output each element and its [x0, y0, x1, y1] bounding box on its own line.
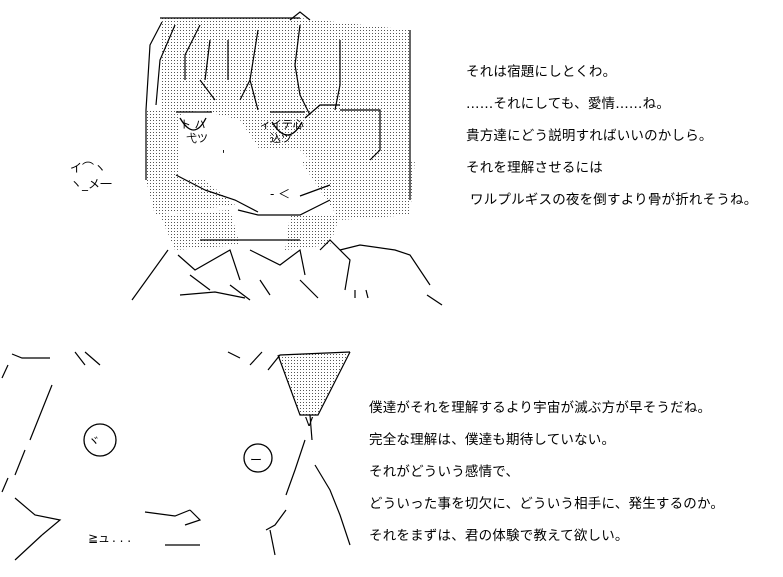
girl-eye-right-text: ィイテ心 [260, 118, 304, 131]
dialogue-line: それを理解させるには [466, 160, 603, 176]
kyubey-outline [1, 351, 351, 561]
dialogue-line: ……それにしても、愛情……ね。 [466, 96, 671, 112]
dialogue-line: 完全な理解は、僕達も期待していない。 [369, 432, 616, 448]
hair-lines [145, 11, 411, 200]
kyubey-ear-tone [278, 352, 350, 415]
girl-ribbon-text: イ⌒ヽ [70, 161, 106, 175]
girl-dialogue: それは宿題にしとくわ。 ……それにしても、愛情……ね。 貴方達にどう説明すればい… [466, 62, 757, 222]
kyubey-eye-left-glyph: ヾ [88, 434, 100, 448]
girl-ascii-art: ト ハ 弋ツ ィイテ心 込ツ イ⌒ヽ ヽ_メ一 ' - ＜ [70, 11, 443, 306]
kyubey-eyes [83, 423, 273, 473]
dialogue-line: それがどういう感情で、 [369, 464, 520, 480]
kyubey-dialogue: 僕達がそれを理解するより宇宙が滅ぶ方が早そうだね。 完全な理解は、僕達も期待して… [369, 398, 724, 558]
top-panel: ト ハ 弋ツ ィイテ心 込ツ イ⌒ヽ ヽ_メ一 ' - ＜ [70, 11, 757, 306]
girl-eyes [176, 111, 305, 136]
dialogue-line: それをまずは、君の体験で教えて欲しい。 [369, 528, 629, 544]
girl-ribbon-text-2: ヽ_メ一 [70, 177, 112, 191]
kyubey-eye-right-glyph: ー [250, 453, 262, 467]
dialogue-line: どういった事を切欠に、どういう相手に、発生するのか。 [369, 496, 725, 512]
kyubey-dots: . . . [112, 531, 131, 545]
girl-eye-left-text: ト ハ [180, 118, 206, 131]
kyubey-ascii-art: ヾ ー V ≧ュ . . . [1, 351, 351, 561]
kyubey-ear-mark: V [305, 415, 314, 429]
dialogue-line: 貴方達にどう説明すればいいのかしら。 [466, 128, 713, 144]
kyubey-cheek-glyph: ≧ュ [88, 531, 110, 545]
hair-tone [146, 18, 415, 250]
girl-face-lines [175, 174, 331, 241]
dialogue-line: 僕達がそれを理解するより宇宙が滅ぶ方が早そうだね。 [369, 400, 712, 416]
dialogue-line: それは宿題にしとくわ。 [466, 64, 617, 80]
girl-eye-left-text-2: 弋ツ [186, 132, 208, 145]
girl-mouth: - ＜ [270, 187, 290, 201]
girl-eye-right-text-2: 込ツ [270, 132, 292, 145]
girl-nose: ' [222, 148, 225, 161]
bottom-panel: ヾ ー V ≧ュ . . . 僕達がそれを理解するより宇宙が滅ぶ方が早そうだね。… [0, 330, 783, 577]
girl-body-lines [131, 239, 443, 306]
dialogue-line: ワルプルギスの夜を倒すより骨が折れそうね。 [470, 192, 758, 208]
